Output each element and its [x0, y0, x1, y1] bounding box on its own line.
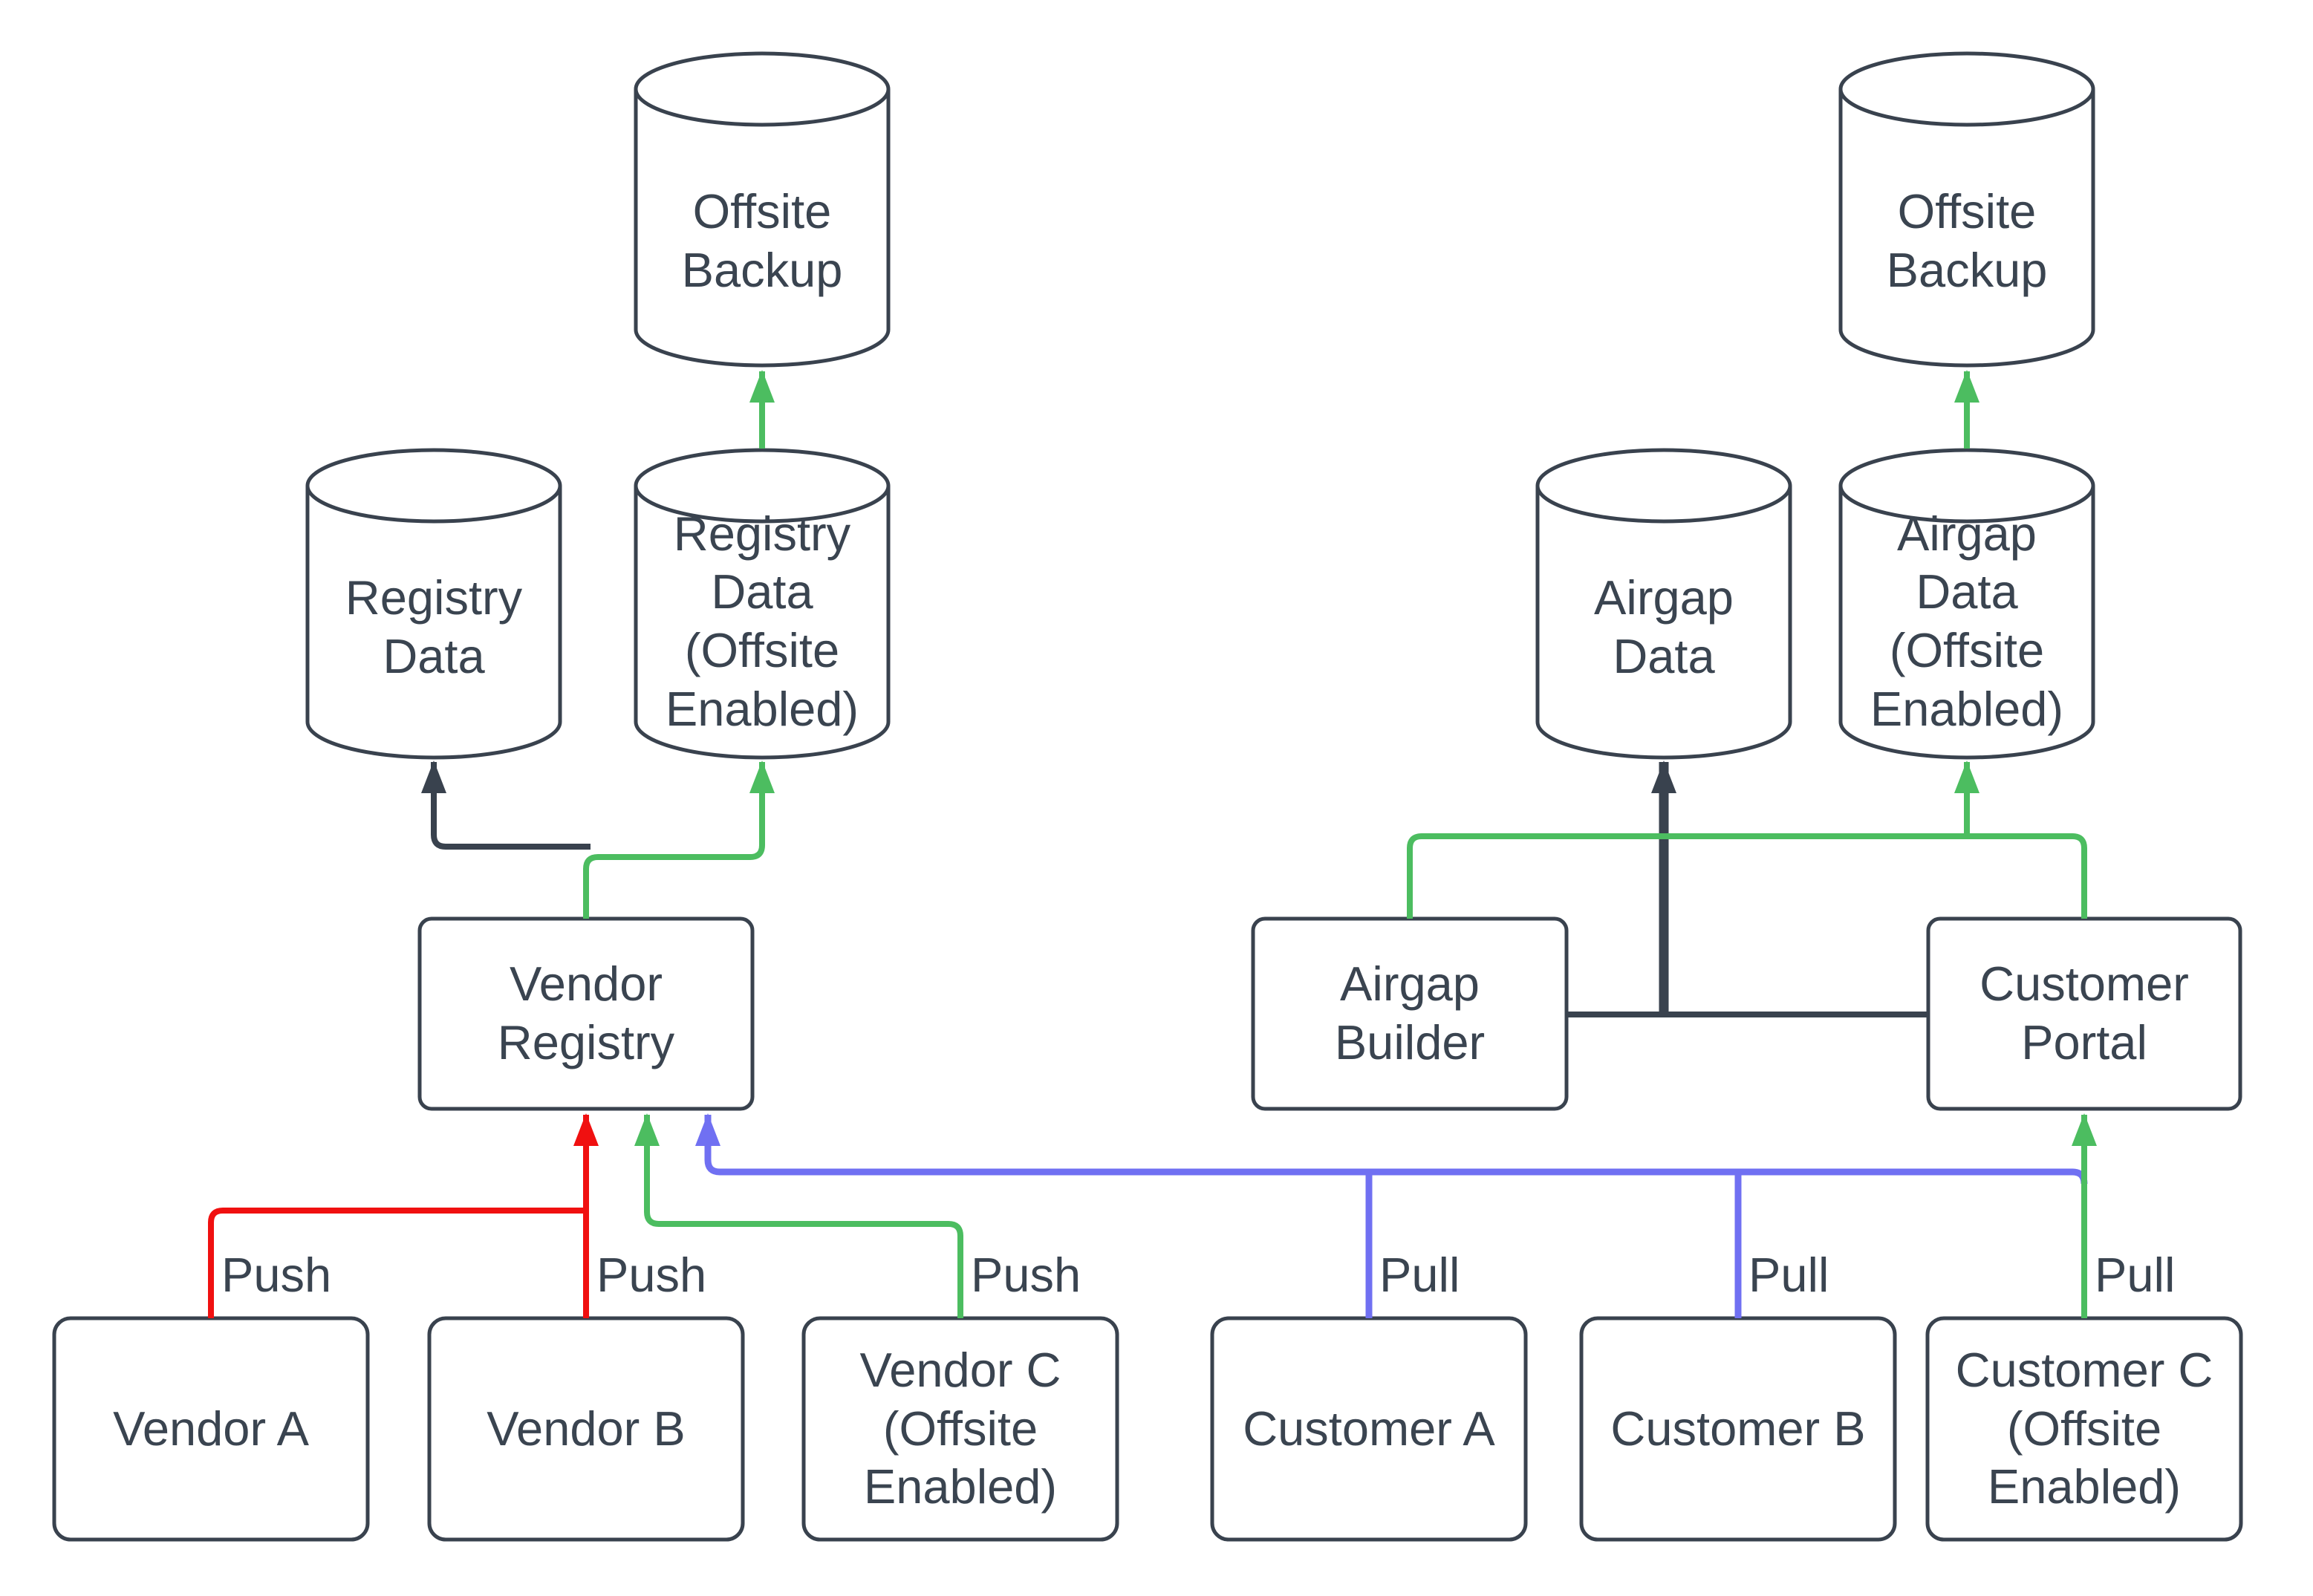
edge-registry-to-offsite-data-line	[583, 760, 775, 919]
push-label-vendor-c: Push	[971, 1248, 1081, 1302]
edge-pull-main-line	[695, 1113, 2088, 1185]
vendor-registry-label: Vendor Registry	[497, 957, 675, 1069]
customer-portal-label: Customer Portal	[1979, 957, 2189, 1069]
registry-data-offsite-label: Registry Data (Offsite Enabled)	[665, 506, 859, 736]
vendor-c-label: Vendor C (Offsite Enabled)	[859, 1343, 1061, 1514]
edge-builder-portal-green-line	[1407, 833, 2087, 919]
offsite-backup-right-label: Offsite Backup	[1886, 184, 2048, 297]
airgap-data-offsite-label: Airgap Data (Offsite Enabled)	[1870, 506, 2064, 736]
push-label-vendor-b: Push	[596, 1248, 707, 1302]
airgap-data-offsite-cylinder	[1838, 448, 2095, 760]
edge-registry-to-data-line	[421, 760, 591, 850]
registry-data-cylinder	[305, 448, 562, 760]
offsite-backup-left-label: Offsite Backup	[681, 184, 843, 297]
pull-label-customer-a: Pull	[1379, 1248, 1460, 1302]
vendor-a-label: Vendor A	[113, 1401, 309, 1456]
edge-push-vendor-c-line	[634, 1113, 963, 1318]
customer-a-label: Customer A	[1243, 1401, 1495, 1456]
customer-b-label: Customer B	[1610, 1401, 1866, 1456]
registry-data-offsite-cylinder	[634, 448, 891, 760]
edge-push-vendor-a-line	[208, 1208, 586, 1318]
pull-label-customer-b: Pull	[1748, 1248, 1829, 1302]
push-label-vendor-a: Push	[221, 1248, 332, 1302]
pull-label-customer-c: Pull	[2095, 1248, 2176, 1302]
airgap-data-label: Airgap Data	[1594, 570, 1734, 683]
airgap-data-cylinder	[1535, 448, 1792, 760]
customer-c-label: Customer C (Offsite Enabled)	[1955, 1343, 2213, 1514]
registry-data-label: Registry Data	[345, 570, 523, 683]
offsite-backup-left-cylinder	[634, 51, 891, 368]
vendor-b-label: Vendor B	[487, 1401, 686, 1456]
offsite-backup-right-cylinder	[1838, 51, 2095, 368]
airgap-builder-label: Airgap Builder	[1334, 957, 1486, 1069]
